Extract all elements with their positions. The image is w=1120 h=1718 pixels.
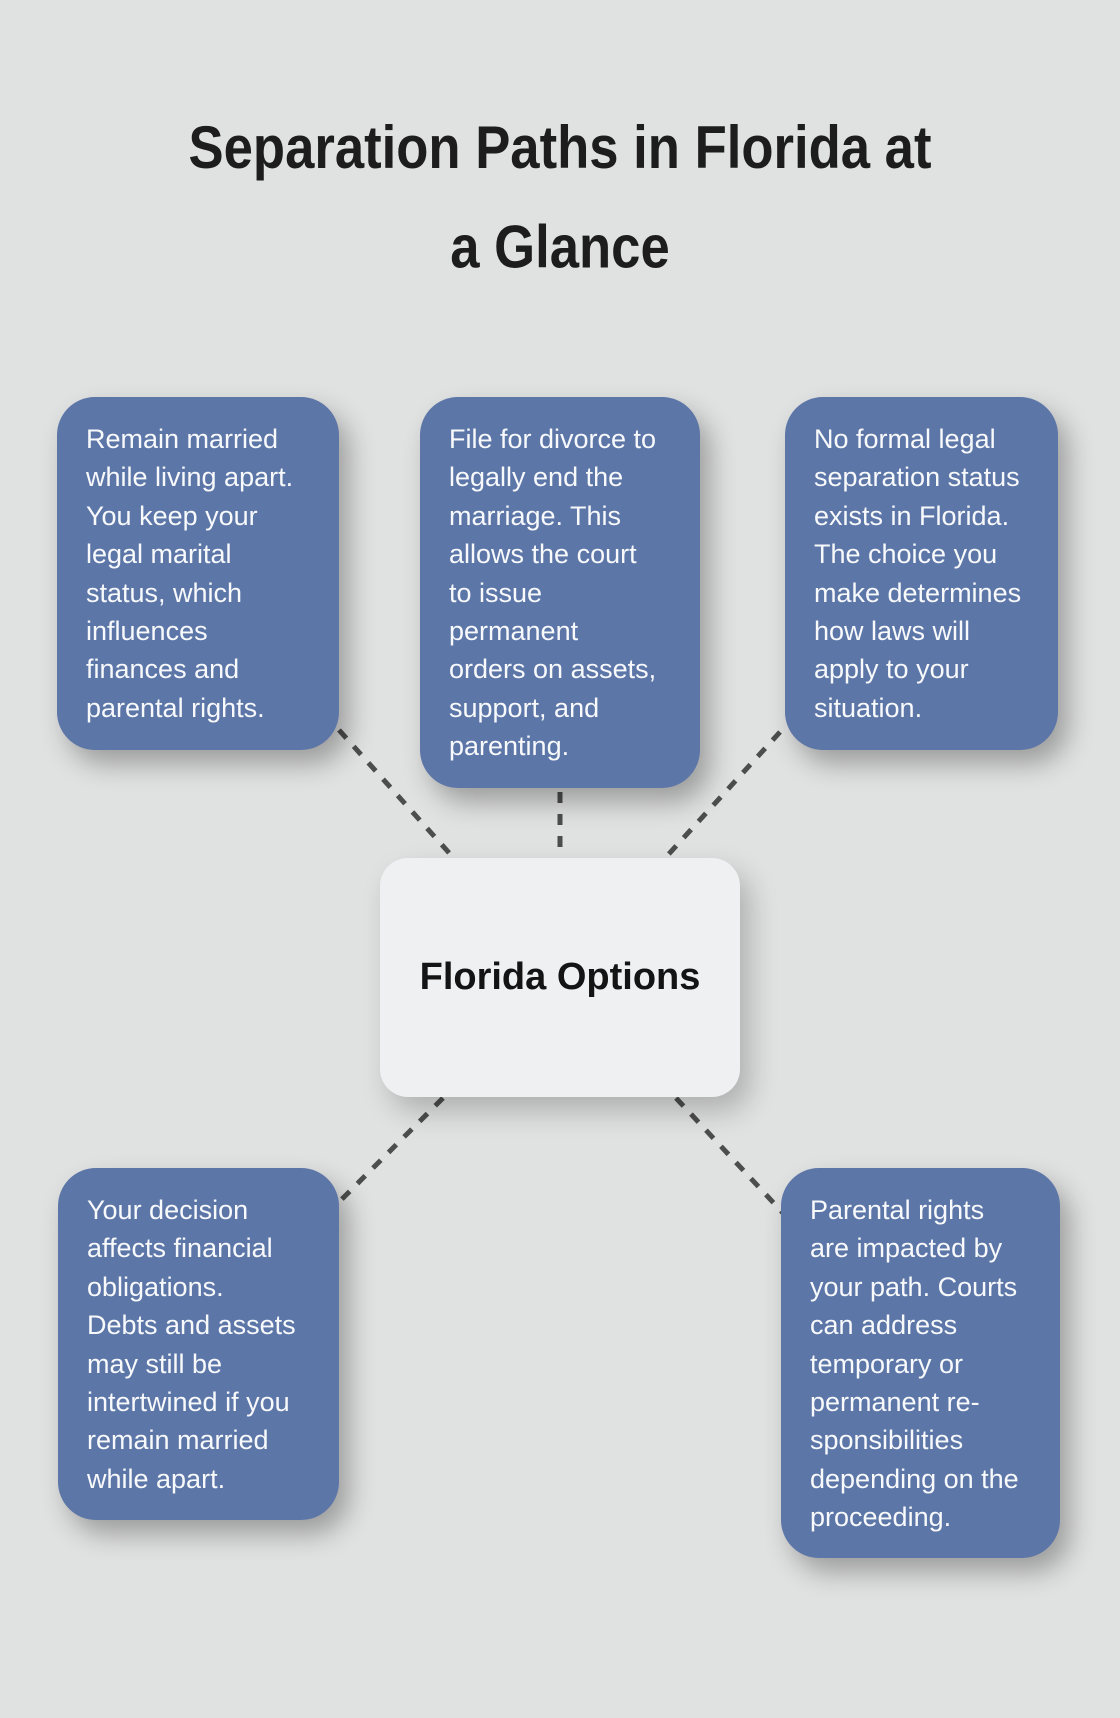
node-file-for-divorce: File for divorce to legally end the marr… — [420, 397, 700, 788]
node-financial-obligations: Your decision affects financial obligati… — [58, 1168, 339, 1520]
node-parental-rights: Parental rights are impacted by your pat… — [781, 1168, 1060, 1558]
connector-center-to-bottom-left — [339, 1096, 445, 1202]
connector-top-right-to-center — [665, 730, 782, 858]
center-node: Florida Options — [380, 858, 740, 1097]
center-node-label: Florida Options — [419, 956, 701, 998]
connector-top-left-to-center — [337, 728, 453, 857]
connector-center-to-bottom-right — [674, 1096, 785, 1215]
node-remain-married: Remain married while living apart. You k… — [57, 397, 339, 750]
page-title: Separation Paths in Florida at a Glance — [188, 113, 932, 281]
node-no-formal-separation: No formal legal separation status exists… — [785, 397, 1058, 750]
